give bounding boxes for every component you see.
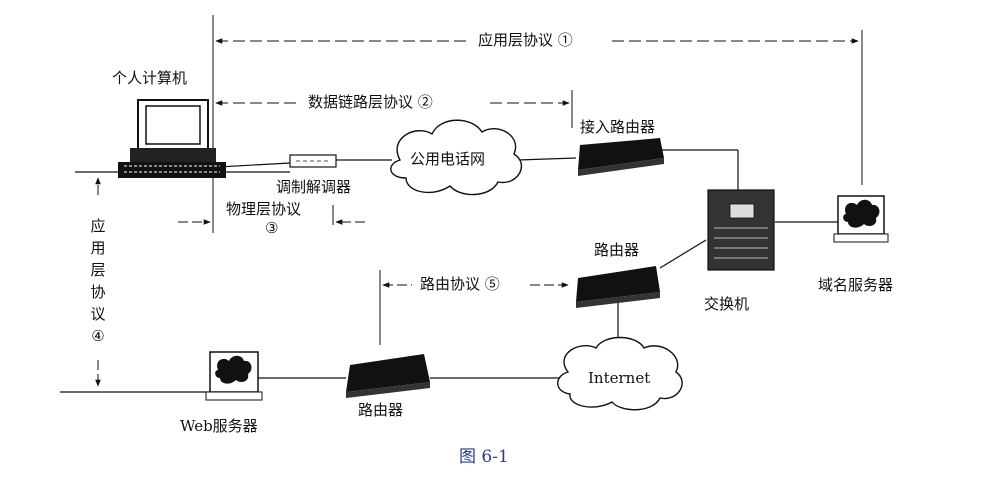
pc-label: 个人计算机	[112, 69, 188, 87]
pstn-cloud-icon	[390, 119, 523, 196]
web-server-icon	[205, 351, 263, 401]
modem-label: 调制解调器	[276, 178, 352, 196]
modem-icon	[289, 154, 337, 168]
dns-server-icon	[833, 195, 889, 243]
physical-protocol-number: ③	[265, 219, 279, 237]
dns-server-label: 域名服务器	[818, 276, 894, 294]
internet-label: Internet	[588, 369, 651, 387]
router-bottom-label: 路由器	[358, 401, 404, 419]
switch-icon	[707, 189, 775, 271]
app-protocol-4-char: 应	[90, 217, 106, 235]
switch-label: 交换机	[704, 295, 750, 313]
app-protocol-4-char: 议	[90, 305, 106, 323]
pc-icon	[118, 99, 226, 178]
web-server-label: Web服务器	[180, 417, 258, 435]
app-protocol-4-char: 协	[90, 283, 106, 301]
datalink-protocol-2-label: 数据链路层协议 ②	[308, 93, 433, 111]
routing-protocol-5-label: 路由协议 ⑤	[420, 275, 500, 293]
physical-protocol-label: 物理层协议	[226, 200, 302, 218]
access-router-label: 接入路由器	[580, 118, 656, 136]
extent-lines	[212, 15, 863, 345]
internet-cloud-icon	[557, 336, 683, 411]
app-protocol-1-label: 应用层协议 ①	[478, 31, 573, 49]
router-bottom-icon	[346, 354, 430, 398]
router-mid-label: 路由器	[594, 241, 640, 259]
pstn-label: 公用电话网	[410, 150, 486, 168]
access-router-icon	[578, 138, 664, 176]
figure-caption: 图 6-1	[459, 447, 509, 467]
router-mid-icon	[576, 266, 660, 308]
app-protocol-4-char: 用	[90, 239, 106, 257]
app-protocol-4-char: 层	[90, 261, 106, 279]
app-protocol-4-char: ④	[91, 327, 105, 345]
